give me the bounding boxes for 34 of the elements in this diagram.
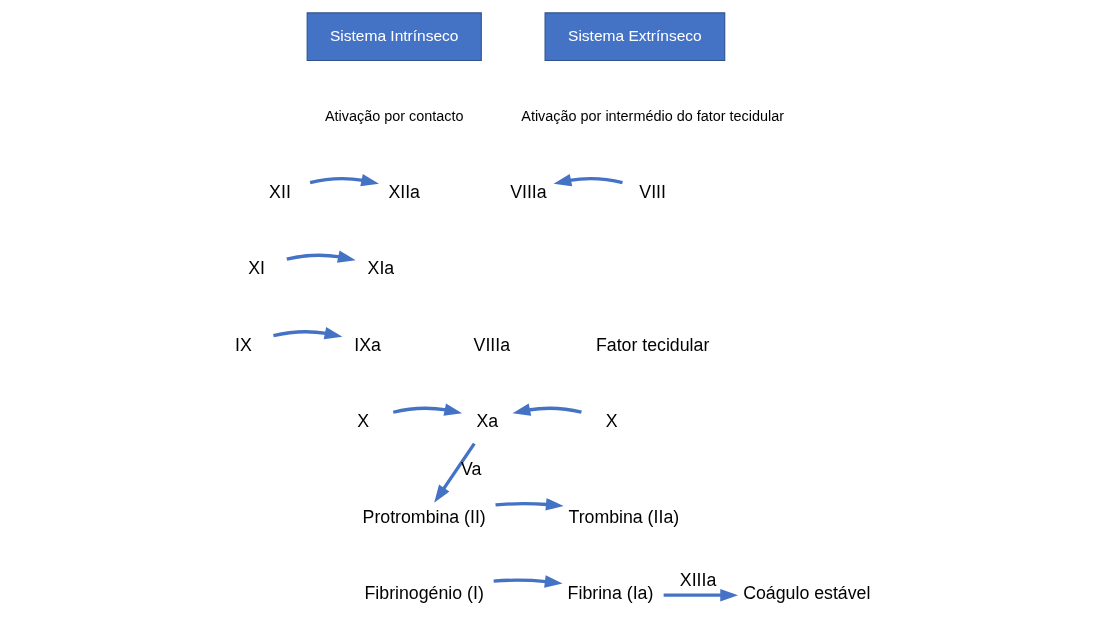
node-text: X <box>357 411 370 432</box>
node-text: Xa <box>476 411 499 432</box>
node-text: IX <box>235 334 252 355</box>
arrow <box>309 174 379 187</box>
label: Ativação por contacto <box>324 107 464 124</box>
node-box: Sistema Intrínseco <box>306 12 482 62</box>
arrow <box>495 498 564 511</box>
node-text: VIII <box>639 181 666 202</box>
arrow <box>663 588 739 602</box>
arrow <box>392 403 463 416</box>
edge-label: XIIIa <box>679 570 717 591</box>
node-text: XIIa <box>388 181 420 202</box>
arrow <box>512 403 582 416</box>
node-text: Fibrinogénio (I) <box>364 583 484 604</box>
arrow <box>286 250 356 263</box>
node-text: Fibrina (Ia) <box>567 583 654 604</box>
node-text: X <box>605 411 618 432</box>
node-text: Fator tecidular <box>595 334 710 355</box>
arrow <box>553 174 623 187</box>
node-text: Coágulo estável <box>743 583 871 604</box>
node-text: XII <box>269 181 291 202</box>
arrow <box>434 442 476 503</box>
node-text: VIIIa <box>473 334 511 355</box>
arrow <box>273 327 343 340</box>
node-text: VIIIa <box>510 181 547 202</box>
node-text: XI <box>248 258 266 279</box>
node-text: Trombina (IIa) <box>568 506 680 527</box>
node-text: IXa <box>354 334 381 355</box>
arrow <box>493 575 563 588</box>
edge-label: Va <box>461 459 482 480</box>
label: Ativação por intermédio do fator tecidular <box>521 107 784 124</box>
node-text: XIa <box>367 258 395 279</box>
node-text: Protrombina (II) <box>362 506 486 527</box>
node-box: Sistema Extrínseco <box>544 12 726 62</box>
